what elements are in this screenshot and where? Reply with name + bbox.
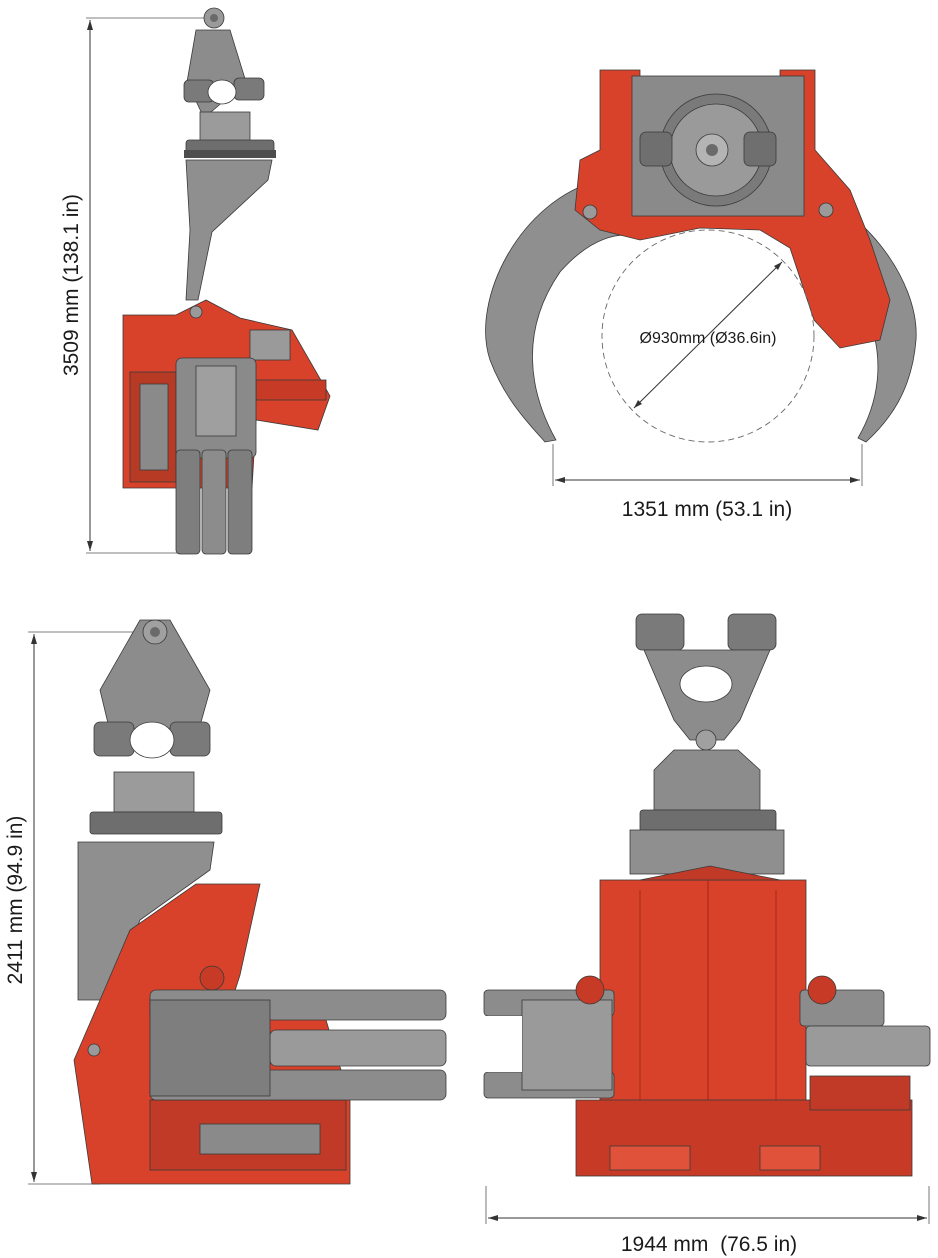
jaw-front-left — [483, 989, 615, 1099]
jaw-opening-circle — [601, 229, 815, 443]
diameter-label: Ø930mm (Ø36.6in) — [640, 330, 777, 347]
rotator-arm — [185, 159, 273, 301]
jaw-width-dimension-line — [552, 444, 863, 486]
overall-width-label: 1944 mm (76.5 in) — [621, 1233, 797, 1256]
overall-width-dimension-line — [485, 1186, 930, 1224]
left-jaw — [485, 179, 642, 443]
height-label-top: 3509 mm (138.1 in) — [60, 194, 83, 376]
height-dimension-line-top — [86, 17, 215, 554]
front-view: 1944 mm (76.5 in) — [483, 613, 931, 1256]
rotator-hanger — [183, 7, 276, 158]
top-view-open-jaws: Ø930mm (Ø36.6in) 1351 mm (53.1 in) — [485, 69, 917, 521]
height-label-bottom: 2411 mm (94.9 in) — [4, 816, 27, 985]
jaw-closed-side — [149, 965, 447, 1101]
diameter-line — [633, 261, 783, 409]
jaw-width-label: 1351 mm (53.1 in) — [622, 498, 792, 521]
side-view-closed: 2411 mm (94.9 in) — [4, 619, 447, 1185]
height-dimension-line-bottom — [28, 631, 150, 1185]
jaw-side — [175, 357, 257, 555]
jaw-front-right — [575, 975, 931, 1067]
side-view-extended: 3509 mm (138.1 in) — [60, 7, 331, 555]
